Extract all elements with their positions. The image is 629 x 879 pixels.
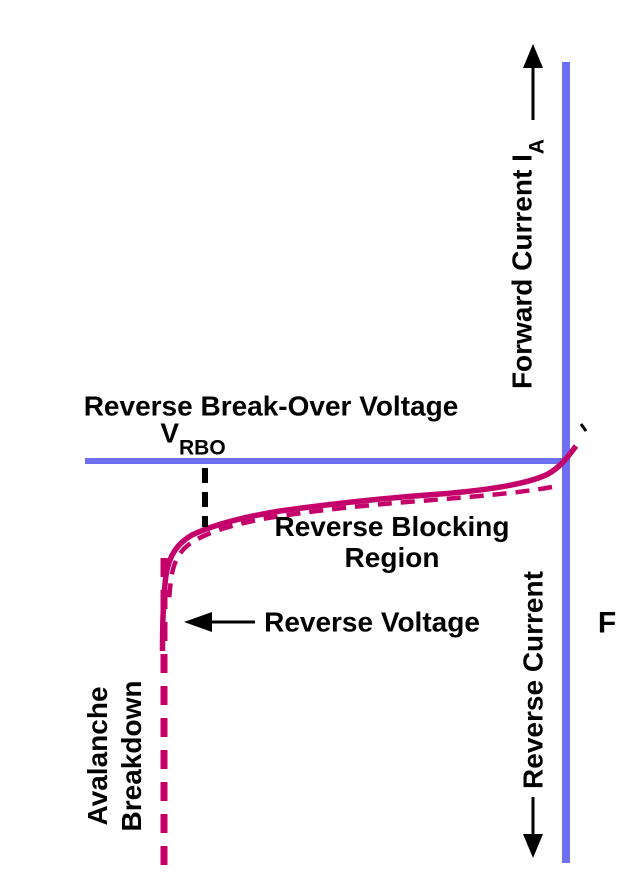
reverse-voltage-arrow xyxy=(184,612,255,632)
vrbo-label: VRBO xyxy=(160,417,226,460)
reverse-current-axis-label: Reverse Current xyxy=(517,571,549,789)
forward-current-axis-label: Forward Current IA xyxy=(506,138,549,390)
forward-partial-label: F xyxy=(597,606,617,640)
forward-current-arrow xyxy=(523,44,543,120)
reverse-blocking-region-label: Reverse Blocking Region xyxy=(274,511,510,573)
reverse-characteristic-solid-curve xyxy=(159,444,579,652)
reverse-break-over-voltage-label: Reverse Break-Over Voltage xyxy=(83,390,459,422)
avalanche-breakdown-label: Avalanche Breakdown xyxy=(82,680,147,832)
reverse-voltage-label: Reverse Voltage xyxy=(264,606,480,638)
reverse-characteristic-dashed-curve xyxy=(166,484,553,607)
origin-tick-mark xyxy=(579,423,588,432)
reverse-current-arrow xyxy=(523,797,543,858)
